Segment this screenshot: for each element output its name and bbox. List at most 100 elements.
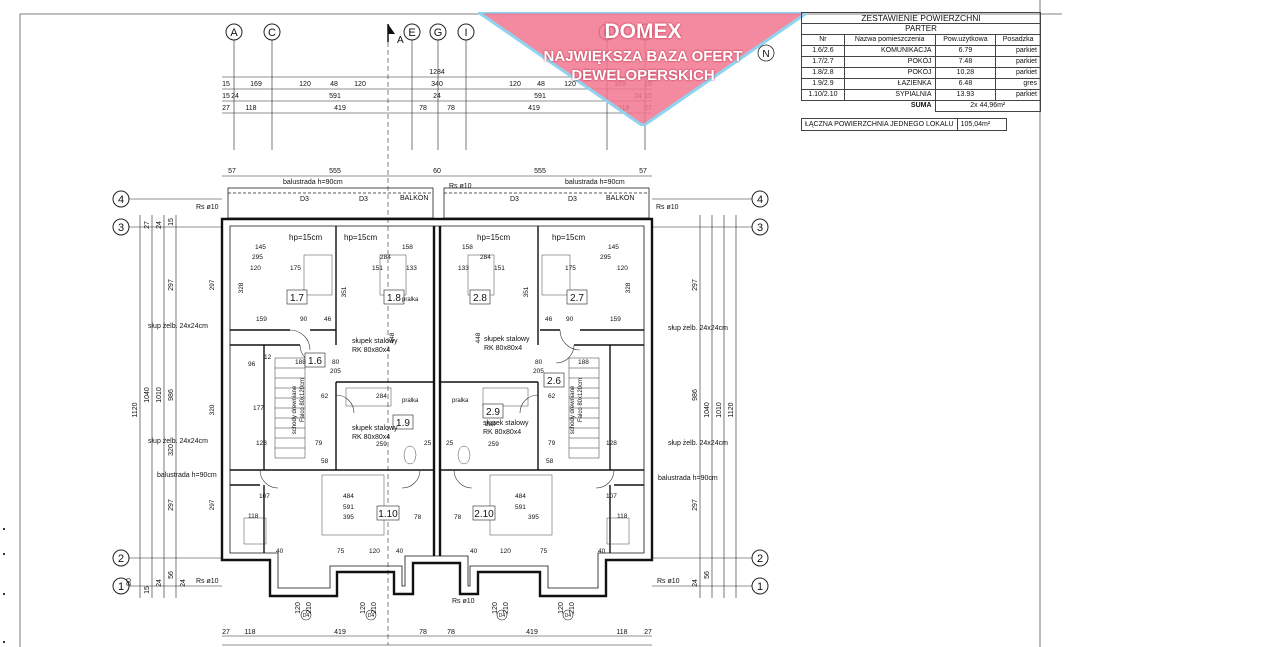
area-summary-table: ZESTAWIENIE POWIERZCHNI PARTER Nr Nazwa … [801,12,1042,112]
svg-text:419: 419 [528,105,540,112]
svg-text:169: 169 [250,81,262,88]
svg-text:słup żelb. 24x24cm: słup żelb. 24x24cm [148,323,208,330]
svg-text:118: 118 [616,629,627,636]
svg-text:schody drewniane: schody drewniane [570,385,576,434]
svg-text:słupek stalowy: słupek stalowy [483,420,529,427]
svg-text:D3: D3 [359,196,368,203]
svg-text:419: 419 [334,105,346,112]
svg-text:79: 79 [548,440,556,447]
svg-text:175: 175 [565,265,576,272]
svg-text:328: 328 [238,282,245,293]
svg-text:210: 210 [503,602,510,614]
svg-text:2: 2 [118,553,124,565]
svg-text:62: 62 [548,393,556,400]
svg-text:118: 118 [245,105,256,112]
svg-text:555: 555 [329,168,341,175]
room-1-7: 1.7 [290,293,304,304]
svg-text:48: 48 [537,81,545,88]
svg-text:120: 120 [250,265,261,272]
fixtures [243,254,630,545]
room-2-6: 2.6 [547,376,561,387]
svg-text:259: 259 [376,441,387,448]
svg-text:320: 320 [209,404,216,415]
room-2-8: 2.8 [473,293,487,304]
svg-text:133: 133 [406,265,417,272]
rs-top-left: Rs ø10 [196,204,219,211]
svg-text:15: 15 [222,81,230,88]
room-1-9: 1.9 [396,418,410,429]
svg-text:297: 297 [692,279,699,291]
svg-text:słup żelb. 24x24cm: słup żelb. 24x24cm [668,440,728,447]
svg-text:pralka: pralka [402,297,419,303]
hp-label: hp=15cm [477,233,510,242]
svg-text:15: 15 [222,93,230,100]
svg-text:151: 151 [372,265,383,272]
svg-text:schody drewniane: schody drewniane [292,385,298,434]
svg-text:120: 120 [295,602,302,614]
axis-G: G [434,27,443,39]
svg-text:56: 56 [704,571,711,579]
svg-text:48: 48 [330,81,338,88]
axis-A: A [230,27,238,39]
svg-text:120: 120 [509,81,521,88]
svg-text:120: 120 [558,602,565,614]
svg-text:40: 40 [598,548,606,555]
svg-text:24: 24 [156,221,163,229]
svg-text:80: 80 [332,359,340,366]
svg-text:57: 57 [639,168,647,175]
svg-text:1010: 1010 [716,402,723,418]
svg-text:1: 1 [757,581,763,593]
svg-text:słupek stalowy: słupek stalowy [352,338,398,345]
interior-walls [230,226,644,553]
svg-text:słupek stalowy: słupek stalowy [352,425,398,432]
svg-text:27: 27 [144,221,151,229]
table-title: ZESTAWIENIE POWIERZCHNI [801,12,1041,24]
svg-text:1120: 1120 [132,402,139,417]
svg-text:158: 158 [402,244,413,251]
door-labels-bottom: 120 210 120 210 120 210 120 210 D4 D4 D4… [295,602,576,621]
table-subtitle: PARTER [801,23,1041,35]
balcony [227,187,650,219]
svg-text:188: 188 [295,359,306,366]
svg-text:78: 78 [447,629,455,636]
dims-side: 1120 1040 1010 986 297 320 297 27 24 15 … [126,218,735,594]
svg-text:448: 448 [389,332,396,343]
svg-text:297: 297 [209,279,216,290]
svg-text:1010: 1010 [156,387,163,403]
svg-text:1040: 1040 [144,387,151,403]
axis-C: C [268,27,276,39]
svg-text:145: 145 [255,244,266,251]
svg-text:351: 351 [341,286,348,297]
svg-text:RK 80x80x4: RK 80x80x4 [483,429,521,436]
svg-text:40: 40 [470,548,478,555]
svg-text:78: 78 [414,514,422,521]
svg-text:118: 118 [617,513,628,520]
watermark-line2: NAJWIĘKSZA BAZA OFERT [543,48,743,65]
balkon-right: BALKON [606,195,634,202]
balkon-left: BALKON [400,195,428,202]
section-marker: A [387,24,404,46]
svg-text:78: 78 [454,514,462,521]
svg-text:419: 419 [334,629,346,636]
stairs [274,357,600,459]
hp-label: hp=15cm [289,233,322,242]
table-header-row: Nr Nazwa pomieszczenia Pow.użytkowa Posa… [801,34,1041,46]
svg-text:24: 24 [433,93,441,100]
svg-text:Falco 80x120cm: Falco 80x120cm [300,378,306,422]
svg-text:297: 297 [168,279,175,291]
svg-text:N: N [762,49,769,60]
svg-text:3: 3 [118,222,124,234]
svg-text:4: 4 [118,194,124,206]
svg-text:15: 15 [144,586,151,594]
svg-text:3: 3 [757,222,763,234]
watermark-banner: DOMEX NAJWIĘKSZA BAZA OFERT DEWELOPERSKI… [473,10,813,128]
svg-text:D3: D3 [300,196,309,203]
svg-text:80: 80 [126,578,133,586]
drawing-sheet: A C E G I K M A 1284 15 169 120 48 120 3… [3,0,1062,647]
svg-text:128: 128 [256,440,267,447]
dims-bottom: 27 118 419 78 78 419 118 27 [222,629,652,646]
